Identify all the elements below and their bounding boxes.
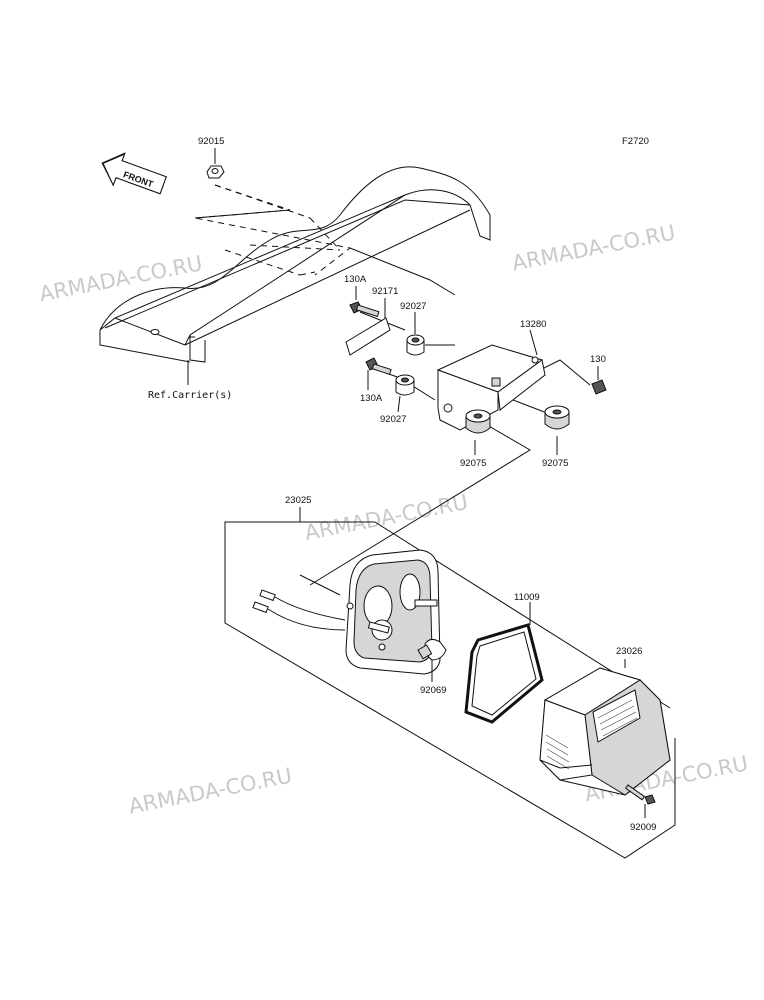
part-label-13280: 13280 [520, 319, 546, 330]
carrier-ref: Ref.Carrier(s) [99, 166, 491, 401]
gasket-11009: 11009 [464, 592, 544, 724]
ref-carrier-label: Ref.Carrier(s) [148, 390, 232, 401]
grommet-92075-right: 92075 [542, 405, 570, 469]
watermarks: ARMADA-CO.RU ARMADA-CO.RU ARMADA-CO.RU A… [37, 220, 750, 819]
collar-92027-upper: 92027 [400, 301, 426, 356]
part-label-92069: 92069 [420, 685, 446, 696]
part-label-130A-lower: 130A [360, 393, 383, 404]
part-label-92027-lower: 92027 [380, 414, 406, 425]
part-label-92009: 92009 [630, 822, 656, 833]
plate-92171: 92171 [345, 286, 398, 356]
lamp-wires [252, 589, 346, 631]
front-arrow-icon: FRONT [101, 152, 167, 195]
part-label-130A-upper: 130A [344, 274, 367, 285]
part-label-92075-left: 92075 [460, 458, 486, 469]
collar-92027-lower: 92027 [380, 374, 415, 425]
watermark: ARMADA-CO.RU [510, 220, 677, 275]
nut-92015: 92015 [198, 136, 225, 179]
lens-23026: 23026 [539, 646, 671, 796]
part-label-23026: 23026 [616, 646, 642, 657]
part-label-92171: 92171 [372, 286, 398, 297]
screw-92009: 92009 [625, 784, 656, 833]
bolt-130-right: 130 [590, 354, 607, 395]
watermark: ARMADA-CO.RU [127, 764, 294, 819]
part-label-92075-right: 92075 [542, 458, 568, 469]
bolt-130A-upper: 130A [344, 274, 380, 318]
part-label-92015: 92015 [198, 136, 224, 147]
part-label-23025: 23025 [285, 495, 311, 506]
bracket-13280: 13280 [436, 319, 546, 431]
watermark: ARMADA-CO.RU [303, 490, 470, 545]
part-label-92027-upper: 92027 [400, 301, 426, 312]
lens-pattern [545, 699, 638, 770]
grommet-92075-left: 92075 [460, 409, 491, 469]
bulb-92069: 92069 [417, 638, 447, 696]
part-label-130: 130 [590, 354, 606, 365]
figure-code: F2720 [622, 136, 649, 147]
part-label-11009: 11009 [514, 592, 540, 603]
bolt-130A-lower: 130A [360, 357, 392, 404]
